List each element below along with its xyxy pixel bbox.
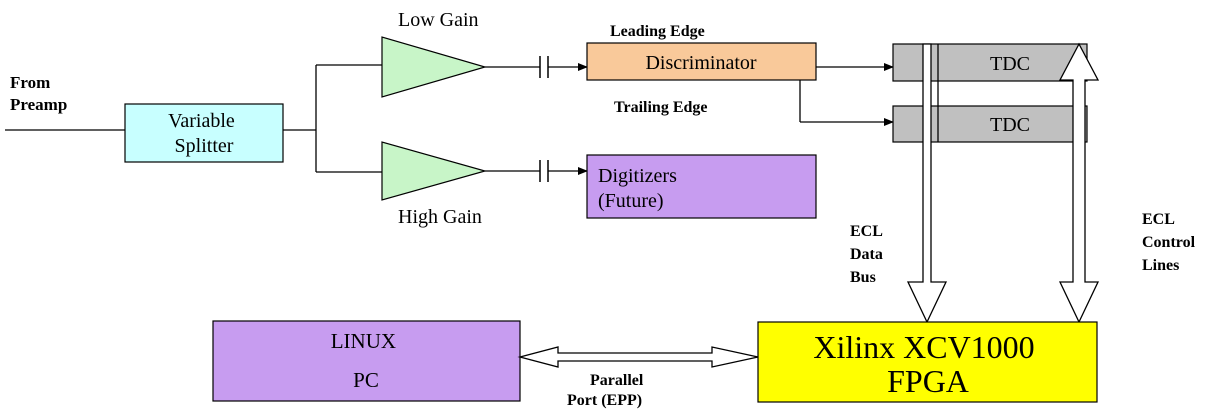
- discriminator-box: [586, 42, 817, 81]
- trailing-edge-label: Trailing Edge: [614, 99, 708, 116]
- high-gain-coupling-capacitor: [539, 160, 549, 182]
- tdc-top-label: TDC: [990, 53, 1030, 75]
- parallel-port-arrow: [517, 346, 759, 368]
- low-gain-coupling-capacitor: [539, 56, 549, 78]
- ecl-control-lines-arrow: [1058, 42, 1100, 324]
- parallel-port-label: Parallel Port (EPP): [567, 372, 647, 409]
- fpga-box: [757, 321, 1098, 403]
- tdc-bottom-label: TDC: [990, 114, 1030, 136]
- ecl-control-lines-label: ECL Control Lines: [1142, 211, 1199, 274]
- low-gain-label: Low Gain: [398, 9, 479, 31]
- digitizers-label: Digitizers (Future): [598, 165, 682, 212]
- variable-splitter-box: [124, 103, 284, 163]
- discriminator-label: Discriminator: [645, 52, 756, 74]
- from-preamp-label: From Preamp: [10, 73, 67, 114]
- ecl-data-bus-label: ECL Data Bus: [850, 223, 887, 286]
- high-gain-amplifier: [381, 141, 488, 201]
- high-gain-label: High Gain: [398, 206, 482, 228]
- ecl-data-bus-arrow: [906, 43, 948, 324]
- linux-pc-box: [212, 320, 521, 402]
- variable-splitter-label: Variable Splitter: [168, 110, 240, 157]
- leading-edge-label: Leading Edge: [610, 23, 705, 40]
- linux-pc-label: LINUX PC: [331, 329, 402, 392]
- digitizers-box: [586, 154, 817, 219]
- fpga-label: Xilinx XCV1000 FPGA: [813, 329, 1042, 399]
- low-gain-amplifier: [381, 36, 488, 98]
